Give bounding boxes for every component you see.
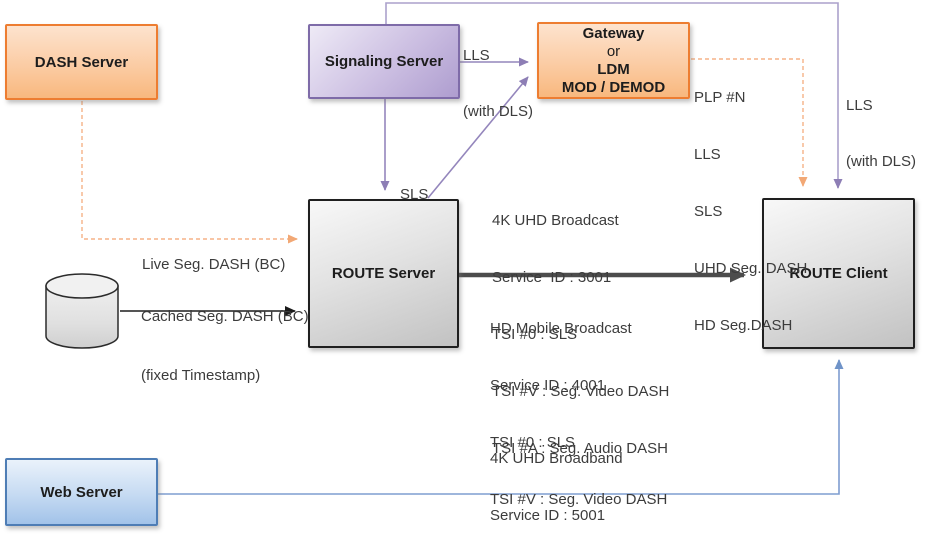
block-4k-uhd-broadband: 4K UHD Broadband Service ID : 5001 Seg. … xyxy=(490,450,623,524)
label-cached-seg-dash: Cached Seg. DASH (BC) (fixed Timestamp) xyxy=(141,308,309,384)
gateway-label-line3: LDM xyxy=(597,60,630,78)
signaling-server-box: Signaling Server xyxy=(308,24,460,99)
route-client-box: ROUTE Client xyxy=(762,198,915,349)
signaling-server-label: Signaling Server xyxy=(324,53,444,70)
route-server-label: ROUTE Server xyxy=(331,265,436,282)
edge-gateway-to-route-client xyxy=(691,58,808,187)
edge-signaling-top-to-route-client xyxy=(385,2,843,189)
block-4k-uhd-broadcast: 4K UHD Broadcast Service ID : 3001 TSI #… xyxy=(492,212,670,457)
cache-database-cylinder xyxy=(45,273,119,349)
block-hd-mobile-broadcast: HD Mobile Broadcast Service ID : 4001 TS… xyxy=(490,320,668,508)
gateway-label-line2: or xyxy=(606,42,621,60)
gateway-label-line1: Gateway xyxy=(582,24,645,42)
edge-dash-server-to-route-server xyxy=(81,101,298,244)
label-plp-list: PLP #N LLS SLS UHD Seg. DASH HD Seg.DASH xyxy=(694,89,808,334)
gateway-label-line4: MOD / DEMOD xyxy=(561,78,666,96)
web-server-label: Web Server xyxy=(40,483,123,501)
label-lls-with-dls-client: LLS (with DLS) xyxy=(846,97,917,170)
dash-server-label: DASH Server xyxy=(34,53,129,71)
label-lls-with-dls-gateway: LLS (with DLS) xyxy=(463,47,534,120)
label-live-seg-dash: Live Seg. DASH (BC) xyxy=(142,256,286,273)
label-sls: SLS xyxy=(400,186,429,203)
web-server-box: Web Server xyxy=(5,458,158,526)
dash-server-box: DASH Server xyxy=(5,24,158,100)
route-client-label: ROUTE Client xyxy=(789,265,888,282)
route-server-box: ROUTE Server xyxy=(308,199,459,348)
gateway-box: Gateway or LDM MOD / DEMOD xyxy=(537,22,690,99)
edge-route-server-to-gateway xyxy=(427,76,529,199)
edge-web-server-to-route-client xyxy=(158,359,844,495)
